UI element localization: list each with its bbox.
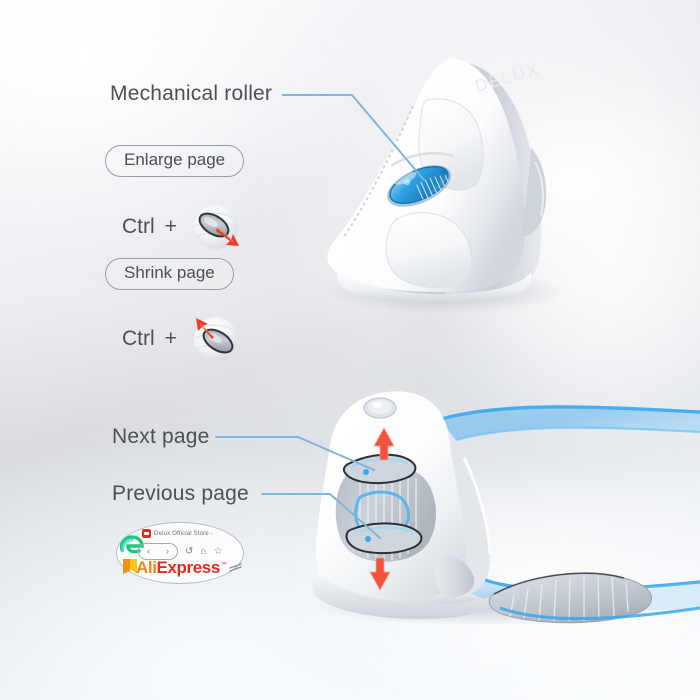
shortcut-plus-enlarge: +: [164, 215, 177, 238]
shortcut-row-enlarge: Ctrl +: [122, 198, 245, 256]
logo-text-express: Express: [156, 558, 221, 577]
back-arrow-icon[interactable]: ‹: [147, 546, 150, 556]
callout-mechanical-roller: Mechanical roller: [110, 82, 273, 105]
shortcut-key-ctrl-enlarge: Ctrl: [122, 215, 155, 238]
shortcut-row-shrink: Ctrl +: [122, 310, 245, 368]
nav-arrow-group[interactable]: ‹ ›: [138, 543, 178, 560]
home-icon[interactable]: ⌂: [200, 545, 207, 557]
aliexpress-logo: Ali Express ™: [136, 558, 227, 578]
brand-text: DELUX: [473, 59, 542, 96]
product-image-mouse-with-hand-outline: [312, 391, 700, 626]
callout-previous-page: Previous page: [112, 482, 249, 505]
previous-page-button: [345, 522, 423, 555]
logo-trademark: ™: [220, 562, 227, 568]
pill-shrink-page: Shrink page: [105, 258, 234, 290]
palm-rest: [488, 572, 700, 624]
arrow-down-indicator: [369, 557, 391, 591]
badge-oval-frame: [116, 522, 244, 584]
aliexpress-store-badge[interactable]: Delux Official Store - ‹ › ↺ ⌂ ☆ Ali Exp…: [116, 522, 244, 584]
forward-arrow-icon[interactable]: ›: [166, 546, 169, 556]
store-favicon-icon: [142, 529, 151, 538]
browser-e-icon: [119, 535, 144, 554]
scroll-wheel-down-icon: [187, 198, 245, 256]
reload-icon[interactable]: ↺: [185, 545, 194, 557]
arrow-up-indicator: [373, 427, 395, 461]
browser-tab-title: Delux Official Store -: [154, 530, 213, 537]
browser-nav-bar[interactable]: ‹ › ↺ ⌂ ☆: [138, 543, 222, 560]
dpi-button: [363, 397, 397, 419]
callout-next-page: Next page: [112, 425, 210, 448]
favorite-star-icon[interactable]: ☆: [213, 545, 223, 557]
aliexpress-ribbon-icon: [123, 559, 137, 574]
shortcut-plus-shrink: +: [164, 327, 177, 350]
logo-text-ali: Ali: [136, 558, 157, 577]
cursor-arrow-icon: [229, 563, 242, 572]
shortcut-key-ctrl-shrink: Ctrl: [122, 327, 155, 350]
browser-tab[interactable]: Delux Official Store -: [142, 529, 213, 538]
product-image-vertical-mouse-side: DELUX: [325, 58, 565, 314]
pill-enlarge-page: Enlarge page: [105, 145, 245, 177]
scroll-wheel-up-icon: [187, 310, 245, 368]
